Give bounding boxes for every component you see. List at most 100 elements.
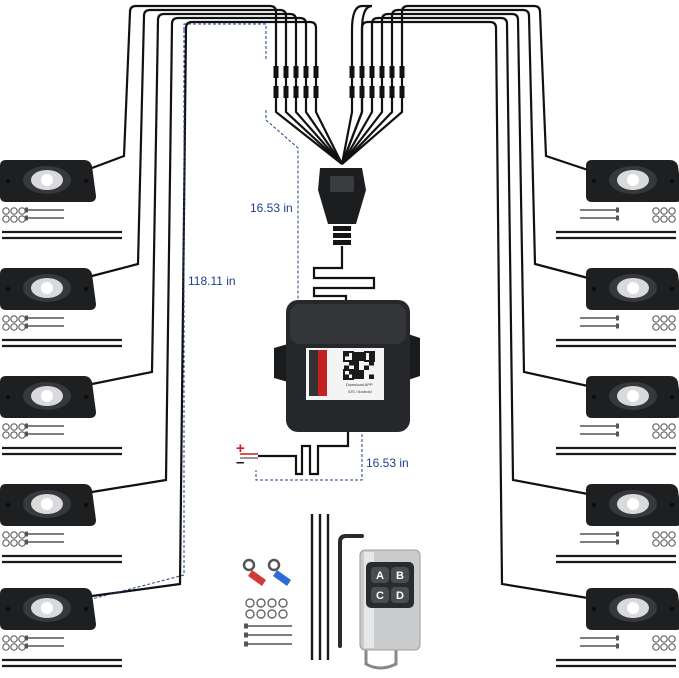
wire-connector-right — [369, 86, 375, 98]
washer-icon — [18, 423, 26, 431]
washer-icon — [660, 215, 668, 223]
washer-icon — [660, 431, 668, 439]
controller-label-bottom: iOS / Android — [348, 389, 372, 394]
main-cable-dimension-line — [87, 30, 185, 601]
rock-light-left — [0, 268, 96, 310]
bolt-head-icon — [616, 431, 619, 437]
washer-icon — [668, 635, 676, 643]
dimension-lines — [87, 23, 363, 601]
bolt-head-icon — [244, 632, 248, 638]
washer-icon — [10, 215, 18, 223]
harness-wire-center — [340, 30, 364, 165]
washer-icon — [660, 207, 668, 215]
washer-icon — [668, 323, 676, 331]
washer-icon — [652, 635, 660, 643]
washer-icon — [18, 531, 26, 539]
wire-connector-center — [349, 66, 355, 78]
harness-wire-center — [340, 30, 354, 165]
washer-icon — [652, 207, 660, 215]
washer-icon — [10, 315, 18, 323]
controller-mount-tab-right — [408, 334, 420, 380]
rock-light-right — [586, 376, 679, 418]
hardware-kit-left — [2, 315, 122, 348]
wire-connector-right — [399, 66, 405, 78]
washer-icon — [10, 643, 18, 651]
qr-module — [359, 370, 364, 375]
main-cable-dimension-line — [183, 23, 267, 60]
washer-icon — [10, 423, 18, 431]
washer-icon — [267, 598, 277, 608]
washer-icon — [10, 635, 18, 643]
bolt-head-icon — [25, 531, 28, 537]
wire-connector-center — [359, 66, 365, 78]
negative-sign: – — [236, 454, 244, 471]
hardware-kit-right — [556, 207, 676, 240]
wire-connector-left — [293, 86, 299, 98]
light-screw-hole — [591, 178, 597, 184]
washer-icon — [278, 609, 288, 619]
bolt-head-icon — [616, 323, 619, 329]
washer-icon — [668, 643, 676, 651]
washer-icon — [660, 315, 668, 323]
hardware-kits — [2, 207, 676, 668]
bolt-head-icon — [25, 643, 28, 649]
light-screw-hole — [669, 606, 675, 612]
light-led — [627, 282, 639, 294]
wire-connector-left — [303, 66, 309, 78]
washer-icon — [2, 215, 10, 223]
washer-icon — [256, 609, 266, 619]
bolt-head-icon — [244, 641, 248, 647]
washer-icon — [18, 215, 26, 223]
remote-key-d-button[interactable] — [391, 587, 409, 603]
light-led — [41, 282, 53, 294]
washer-icon — [660, 635, 668, 643]
remote-key-c-label: C — [376, 590, 384, 602]
washer-icon — [2, 207, 10, 215]
washer-icon — [256, 598, 266, 608]
washer-icon — [18, 643, 26, 651]
connector-ridge-2 — [333, 233, 351, 238]
washer-icon — [668, 539, 676, 547]
qr-finder — [364, 351, 375, 362]
remote-control: A B C D — [359, 549, 421, 670]
qr-module — [349, 361, 354, 366]
harness-wires — [91, 4, 589, 600]
rock-light-right — [586, 588, 679, 630]
washer-icon — [245, 598, 255, 608]
light-led — [627, 498, 639, 510]
remote-keyring — [364, 646, 398, 670]
bolt-head-icon — [616, 635, 619, 641]
washer-icon — [245, 609, 255, 619]
light-screw-hole — [669, 286, 675, 292]
remote-key-a-button[interactable] — [371, 567, 389, 583]
brand-stripe — [318, 350, 327, 396]
positive-sign: + — [236, 440, 245, 457]
hex-key-icon — [338, 534, 364, 648]
qr-finder — [343, 369, 354, 380]
hardware-kit-right — [556, 531, 676, 564]
wire-connector-left — [313, 86, 319, 98]
harness-wire-left — [91, 20, 343, 598]
qr-module — [354, 352, 359, 357]
bolt-head-icon — [616, 207, 619, 213]
light-screw-hole — [83, 394, 89, 400]
light-led — [627, 174, 639, 186]
washer-icon — [652, 315, 660, 323]
loose-hardware — [244, 514, 330, 660]
washer-icon — [660, 531, 668, 539]
light-screw-hole — [5, 178, 11, 184]
washer-icon — [652, 423, 660, 431]
remote-key-b-button[interactable] — [391, 567, 409, 583]
bolt-head-icon — [616, 315, 619, 321]
light-led — [627, 602, 639, 614]
remote-key-c-button[interactable] — [371, 587, 389, 603]
light-screw-hole — [669, 394, 675, 400]
washer-icon — [278, 598, 288, 608]
ring-terminal-blue — [267, 558, 291, 586]
hardware-kit-right — [556, 315, 676, 348]
wire-connector-left — [273, 86, 279, 98]
washer-icon — [660, 643, 668, 651]
power-dimension-line — [255, 434, 363, 481]
bolt-head-icon — [616, 531, 619, 537]
